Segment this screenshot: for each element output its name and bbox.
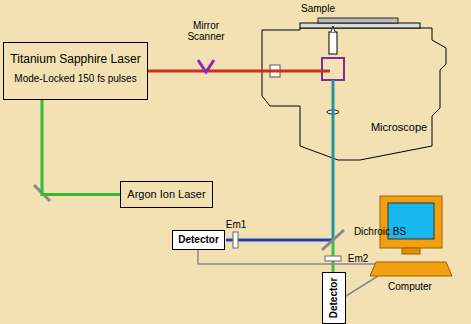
- part-label: Em2: [346, 253, 370, 264]
- detector-box: Detector: [172, 230, 225, 250]
- computer-monitor: [380, 196, 442, 248]
- laser-box: Titanium Sapphire LaserMode-Locked 150 f…: [3, 42, 148, 100]
- signal-wire: [198, 250, 376, 264]
- node-title: Detector: [178, 234, 219, 246]
- emission-filter: [325, 256, 341, 261]
- microscope-stage: [300, 23, 420, 28]
- part-label: Sample: [298, 3, 338, 14]
- node-subtitle: Mode-Locked 150 fs pulses: [10, 73, 141, 85]
- dichroic-beamsplitter: [322, 230, 344, 250]
- mirror-scanner: [198, 60, 214, 72]
- laser-beam: [146, 70, 330, 73]
- computer-base: [370, 262, 452, 276]
- part-label: Dichroic BS: [348, 226, 412, 237]
- objective: [329, 32, 337, 54]
- emission-beam: [332, 80, 335, 240]
- sample-slide: [318, 18, 398, 23]
- node-title: Detector: [328, 278, 340, 319]
- part-label: Microscope: [366, 122, 432, 133]
- scan-optics: [322, 58, 344, 80]
- node-title: Argon Ion Laser: [127, 188, 206, 201]
- part-label: Computer: [380, 281, 440, 292]
- laser-box: Argon Ion Laser: [120, 181, 213, 208]
- objective-tip: [331, 26, 335, 32]
- blue-emission-beam: [226, 239, 333, 242]
- microscope-body: [262, 28, 446, 160]
- emission-filter: [233, 232, 238, 248]
- signal-wire: [346, 276, 378, 296]
- detector-box: Detector: [322, 272, 346, 324]
- part-label: Mirror Scanner: [182, 20, 230, 42]
- pump-beam: [42, 100, 120, 195]
- part-label: Em1: [224, 219, 248, 230]
- monitor-stand: [402, 248, 420, 254]
- node-title: Titanium Sapphire Laser: [10, 52, 141, 66]
